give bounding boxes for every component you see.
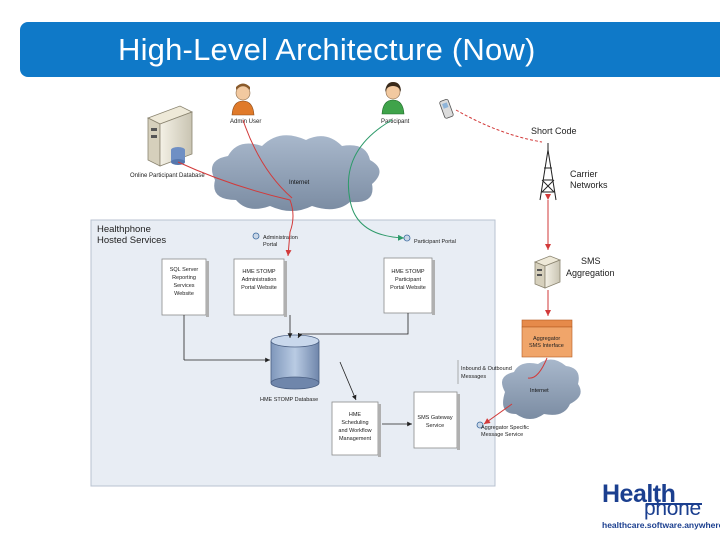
admin-box-line-2: Administration xyxy=(242,277,277,283)
db-scheduling-connector xyxy=(339,361,357,401)
inbound-outbound-line-2: Messages xyxy=(461,374,486,380)
participant-label: Participant xyxy=(381,119,410,125)
short-code-label: Short Code xyxy=(531,126,577,136)
sms-aggregation-server xyxy=(533,255,562,289)
participant-box-line-1: HME STOMP xyxy=(391,269,425,275)
aggregator-box-line-1: Aggregator xyxy=(533,336,560,342)
online-participant-server xyxy=(147,105,193,167)
scheduling-line-4: Management xyxy=(339,436,372,442)
sms-gateway-line-1: SMS Gateway xyxy=(417,415,452,421)
aggregator-box-line-2: SMS Interface xyxy=(529,343,564,349)
sql-box-line-3: Services xyxy=(173,283,194,289)
admin-portal-endpoint xyxy=(252,232,260,240)
aggregator-specific-line-1: Aggregator Specific xyxy=(481,425,529,431)
internet-label-bottom: Internet xyxy=(530,388,549,394)
admin-user-connector xyxy=(242,119,293,199)
participant-avatar xyxy=(381,82,405,115)
hme-stomp-database-icon xyxy=(270,334,320,390)
logo-underline xyxy=(646,503,702,505)
phone-tower-connector xyxy=(455,109,543,143)
participant-box-line-3: Portal Website xyxy=(390,285,426,291)
cloud-gateway-connector xyxy=(483,403,513,425)
logo-phone-text: phone xyxy=(644,497,701,520)
sms-gateway-service-box xyxy=(413,391,460,450)
participant-portal-endpoint xyxy=(403,234,411,242)
admin-user-avatar xyxy=(231,83,255,116)
admin-db-connector xyxy=(177,161,294,257)
healthphone-logo: Health phone healthcare.software.anywher… xyxy=(598,480,720,534)
participant-portal-website-box xyxy=(383,257,435,315)
title-bar xyxy=(20,22,720,77)
admin-box-line-3: Portal Website xyxy=(241,285,277,291)
cell-tower-icon xyxy=(539,143,557,201)
logo-tagline: healthcare.software.anywhere xyxy=(602,520,720,530)
admin-user-label: Admin User xyxy=(230,119,261,125)
sql-box-line-2: Reporting xyxy=(172,275,196,281)
interface-cloud-connector xyxy=(527,357,548,379)
aggregator-sms-interface-box xyxy=(521,326,573,358)
carrier-networks-label-2: Networks xyxy=(570,180,608,190)
carrier-networks-label-1: Carrier xyxy=(570,169,598,179)
admin-box-line-1: HME STOMP xyxy=(242,269,276,275)
admin-portal-website-box xyxy=(233,258,287,317)
mobile-phone-icon xyxy=(439,98,454,119)
online-db-label: Online Participant Database xyxy=(130,173,205,179)
internet-label-top: Internet xyxy=(289,180,310,186)
admin-portal-label-1: Administration xyxy=(263,235,298,241)
scheduling-workflow-box xyxy=(331,401,381,457)
sms-aggregation-label-2: Aggregation xyxy=(566,268,615,278)
scheduling-line-1: HME xyxy=(349,412,362,418)
sql-box-line-1: SQL Server xyxy=(170,267,199,273)
sms-aggregation-label-1: SMS xyxy=(581,256,601,266)
sql-reporting-box xyxy=(161,258,209,317)
sms-gateway-line-2: Service xyxy=(426,423,444,429)
scheduling-line-3: and Workflow xyxy=(338,428,371,434)
scheduling-line-2: Scheduling xyxy=(341,420,368,426)
hosted-services-label-1: Healthphone xyxy=(97,224,151,235)
sql-box-line-4: Website xyxy=(174,291,194,297)
hme-stomp-db-label: HME STOMP Database xyxy=(260,397,318,403)
inbound-outbound-line-1: Inbound & Outbound xyxy=(461,366,512,372)
aggregator-specific-endpoint xyxy=(476,421,484,429)
slide-title: High-Level Architecture (Now) xyxy=(118,32,536,67)
participant-box-line-2: Participant xyxy=(395,277,421,283)
aggregator-specific-line-2: Message Service xyxy=(481,432,523,438)
hosted-services-label-2: Hosted Services xyxy=(97,235,166,246)
admin-portal-label-2: Portal xyxy=(263,242,277,248)
participant-db-connector xyxy=(297,313,409,339)
participant-connector xyxy=(347,119,405,241)
internet-cloud-bottom xyxy=(502,359,581,419)
participant-portal-label: Participant Portal xyxy=(414,239,456,245)
internet-cloud-top xyxy=(211,135,380,211)
